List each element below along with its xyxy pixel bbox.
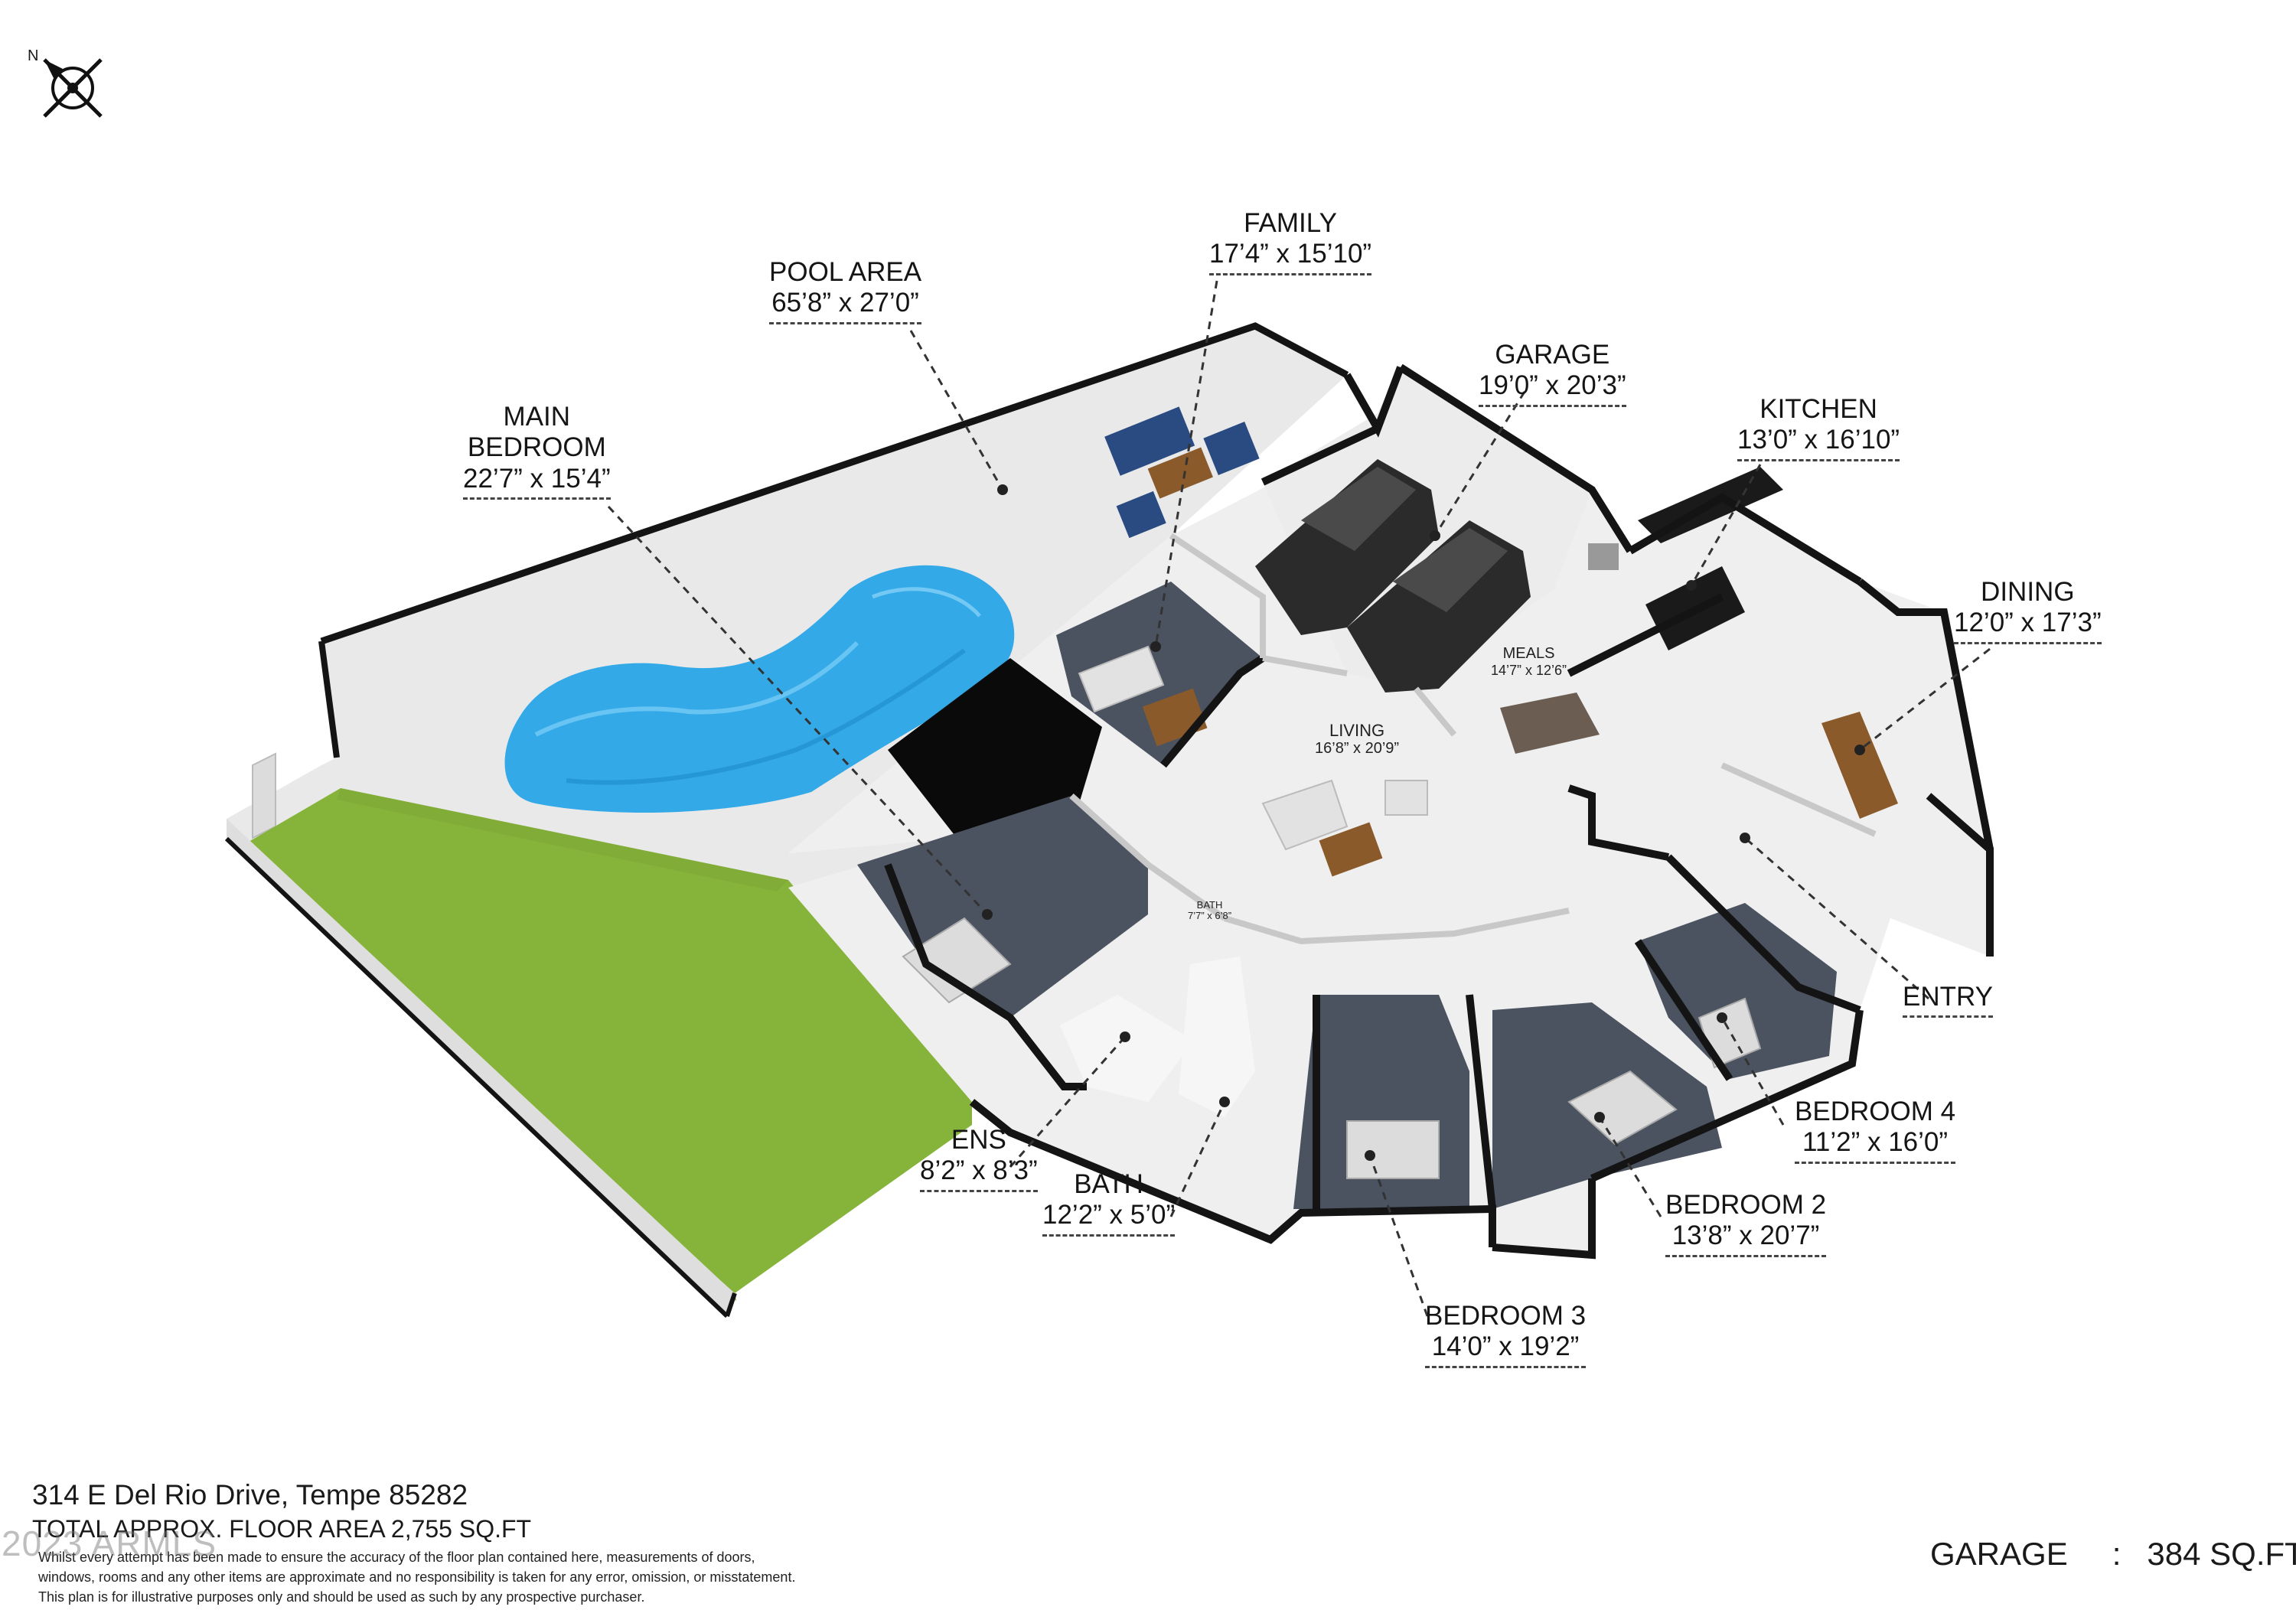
bed2-icon [1567,1070,1678,1146]
label-bedroom2: BEDROOM 2 13’8” x 20’7” [1665,1190,1827,1257]
room-name: LIVING [1329,721,1385,740]
room-name-line2: BEDROOM [467,432,606,463]
room-name: MEALS [1502,645,1555,662]
label-ensuite: ENS 8’2” x 8’3” [920,1125,1038,1192]
room-name: KITCHEN [1760,394,1877,424]
room-name-line1: MAIN [503,402,571,432]
room-name: POOL AREA [769,257,922,287]
room-dims: 14’7” x 12’6” [1491,663,1567,678]
compass-rose-icon [43,58,103,118]
interior-walls [1069,533,1877,945]
meals-table [1500,693,1600,754]
label-living: LIVING 16’8” x 20’9” [1315,721,1399,758]
room-dims: 7’7” x 6’8” [1188,910,1232,922]
room-name: FAMILY [1244,208,1337,238]
label-small-bath: BATH 7’7” x 6’8” [1188,899,1232,922]
garage-summary-label: GARAGE [1930,1536,2068,1572]
room-name: BEDROOM 3 [1425,1301,1587,1331]
suv-car-icon [1255,459,1439,635]
label-kitchen: KITCHEN 13’0” x 16’10” [1737,394,1900,461]
bath-floors [1060,957,1255,1117]
label-dining: DINING 12’0” x 17’3” [1954,577,2102,644]
room-dims: 8’2” x 8’3” [920,1155,1038,1192]
lawn-area [224,788,972,1318]
north-label: N [28,47,39,64]
garage [1255,367,1592,693]
room-name: ENS [951,1125,1006,1155]
garage-summary-separator: : [2112,1536,2122,1572]
room-dims: 12’0” x 17’3” [1954,608,2102,644]
room-dims: 65’8” x 27’0” [769,288,922,324]
room-name: BEDROOM 2 [1665,1190,1827,1220]
room-dims: 14’0” x 19’2” [1425,1331,1587,1368]
room-name: BEDROOM 4 [1795,1097,1956,1126]
disclaimer-line-1: Whilst every attempt has been made to en… [38,1550,755,1565]
room-name: DINING [1981,577,2075,607]
label-pool-area: POOL AREA 65’8” x 27’0” [769,257,922,324]
main-bed-icon [902,917,1012,1004]
disclaimer: Whilst every attempt has been made to en… [38,1547,995,1607]
beds [902,917,1762,1179]
property-address: 314 E Del Rio Drive, Tempe 85282 [32,1479,468,1511]
room-name: ENTRY [1903,982,1993,1018]
room-dims: 17’4” x 15’10” [1209,239,1372,275]
swimming-pool [504,565,1015,813]
room-dims: 11’2” x 16’0” [1795,1127,1956,1164]
room-dims: 12’2” x 5’0” [1042,1200,1176,1237]
label-bedroom3: BEDROOM 3 14’0” x 19’2” [1425,1301,1587,1368]
label-bedroom4: BEDROOM 4 11’2” x 16’0” [1795,1097,1956,1164]
garage-area-summary: GARAGE:384 SQ.FT [1930,1536,2296,1572]
label-meals: MEALS 14’7” x 12’6” [1491,645,1567,679]
room-dims: 16’8” x 20’9” [1315,740,1400,758]
walls [884,363,1994,1260]
living-furniture [1261,779,1428,877]
room-markers [982,484,1865,1161]
label-entry: ENTRY [1903,982,1993,1018]
dark-void [888,658,1102,838]
leader-lines [607,280,1991,1317]
total-floor-area: TOTAL APPROX. FLOOR AREA 2,755 SQ.FT [32,1515,532,1543]
disclaimer-line-3: This plan is for illustrative purposes o… [38,1589,645,1605]
room-name: BATH [1074,1169,1143,1199]
room-dims: 22’7” x 15’4” [463,464,611,500]
suv-car-icon-2 [1347,520,1531,693]
garage-summary-value: 384 SQ.FT [2147,1536,2296,1572]
disclaimer-line-2: windows, rooms and any other items are a… [38,1569,796,1586]
room-dims: 13’0” x 16’10” [1737,425,1900,461]
room-name: GARAGE [1495,340,1610,370]
dining-table [1821,712,1898,819]
patio-furniture [1104,406,1260,539]
bed3-icon [1346,1120,1440,1179]
room-dims: 13’8” x 20’7” [1665,1221,1827,1257]
watermark: 2023 ARMLS [2,1524,217,1563]
label-bath: BATH 12’2” x 5’0” [1042,1169,1176,1237]
label-main-bedroom: MAIN BEDROOM 22’7” x 15’4” [463,402,611,500]
label-garage: GARAGE 19’0” x 20’3” [1479,340,1626,407]
label-family: FAMILY 17’4” x 15’10” [1209,208,1372,275]
room-name: BATH [1196,899,1223,911]
room-dims: 19’0” x 20’3” [1479,370,1626,407]
